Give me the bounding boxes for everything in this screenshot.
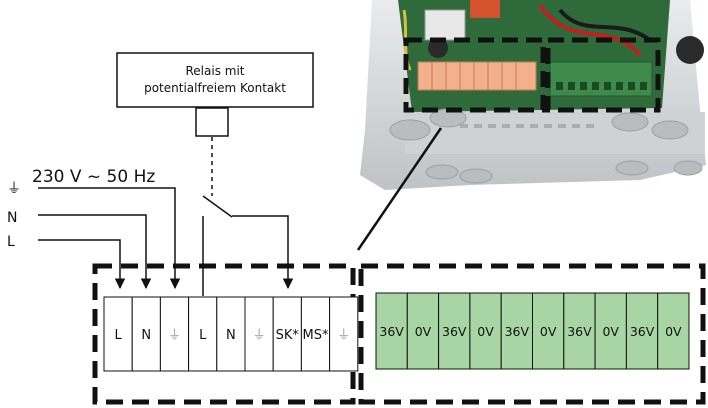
terminal-right-cell-9 — [657, 292, 690, 370]
supply-heading: 230 V ~ 50 Hz — [32, 167, 155, 187]
terminal-right-cell-0 — [375, 292, 408, 370]
relay-box — [116, 52, 314, 108]
relay-label-line2: potentialfreiem Kontakt — [144, 81, 286, 95]
wire-red — [538, 3, 642, 57]
terminal-left-ground-icon-5: ⏚ — [253, 328, 266, 343]
terminal-right-cell-5 — [532, 292, 565, 370]
terminal-left-cell-8 — [329, 296, 359, 372]
wire-ground — [38, 187, 181, 290]
terminal-left-ground-icon-2: ⏚ — [168, 328, 181, 343]
terminal-right-label-5: 0V — [540, 324, 557, 339]
terminal-right-label-3: 0V — [477, 324, 494, 339]
ground-icon: ⏚ — [7, 181, 21, 197]
supply-label-n: N — [7, 210, 17, 226]
terminals-left: L N ⏚ L N ⏚ SK*MS* ⏚ — [103, 296, 359, 372]
wire-live — [38, 239, 126, 290]
wire-relay-to-sk — [232, 215, 294, 290]
terminal-left-cell-6 — [272, 296, 302, 372]
relay-switch-contact — [202, 195, 233, 218]
relay-component — [424, 9, 466, 41]
wire-neutral — [38, 214, 152, 290]
terminal-right-label-9: 0V — [665, 324, 682, 339]
photo-highlight-left — [403, 37, 546, 113]
terminal-left-cell-7 — [300, 296, 331, 372]
terminal-left-ground-icon-8: ⏚ — [337, 328, 350, 343]
terminal-right-label-6: 36V — [567, 324, 592, 339]
terminal-right-cell-7 — [594, 292, 627, 370]
cable-gland-dark-left — [428, 38, 448, 58]
photo-highlight-right — [545, 37, 661, 113]
terminal-right-label-8: 36V — [630, 324, 655, 339]
cable-glands — [389, 108, 703, 184]
vent-holes — [460, 124, 594, 128]
terminal-left-label-1: N — [141, 328, 151, 343]
device-photo — [360, 0, 706, 190]
terminal-left-cell-4 — [216, 296, 246, 372]
terminal-right-cell-1 — [406, 292, 440, 370]
terminal-left-label-7: MS* — [303, 328, 329, 343]
terminal-left-cell-5 — [244, 296, 274, 372]
wire-black — [558, 8, 652, 42]
terminal-right-label-0: 36V — [379, 324, 404, 339]
terminal-left-cell-0 — [103, 296, 133, 372]
terminal-left-label-4: N — [226, 328, 236, 343]
terminals-right: 36V 0V 36V 0V 36V 0V 36V 0V 36V 0V — [375, 292, 690, 370]
terminal-left-label-0: L — [114, 328, 122, 343]
terminal-left-cell-1 — [131, 296, 161, 372]
red-component — [470, 0, 500, 18]
terminal-left-cell-3 — [188, 296, 218, 372]
terminal-right-label-1: 0V — [415, 324, 432, 339]
callout-line — [356, 127, 443, 251]
relay-coil-box — [195, 107, 229, 137]
terminal-left-label-3: L — [199, 328, 207, 343]
terminal-right-label-7: 0V — [602, 324, 619, 339]
terminal-block-right-frame — [358, 263, 706, 405]
terminal-right-cell-6 — [563, 292, 596, 370]
wires — [38, 187, 294, 296]
terminal-right-label-4: 36V — [505, 324, 530, 339]
cable-gland-dark — [676, 36, 704, 64]
terminal-right-label-2: 36V — [442, 324, 467, 339]
relay-label-line1: Relais mit — [186, 64, 245, 78]
supply-label-l: L — [7, 234, 15, 250]
green-terminal-strip — [549, 61, 653, 97]
terminal-right-cell-3 — [469, 292, 502, 370]
terminal-left-label-6: SK* — [276, 328, 300, 343]
orange-terminal-strip — [417, 61, 537, 91]
